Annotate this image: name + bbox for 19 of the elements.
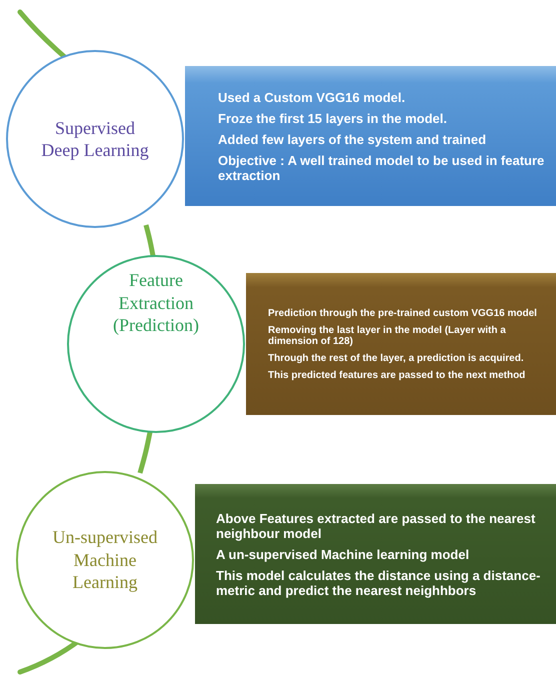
bullet-text: Used a Custom VGG16 model.	[218, 90, 406, 104]
bullet-text: This predicted features are passed to the next method	[268, 370, 526, 380]
bullet-text: Objective : A well trained model to be used in feature extraction	[218, 152, 546, 182]
text-panel	[195, 484, 556, 624]
stage-title: Supervised Deep Learning	[40, 116, 150, 162]
stage-title: Un-supervised Machine Learning	[52, 526, 158, 594]
text-panel	[246, 273, 556, 415]
bullet-text: Froze the first 15 layers in the model.	[218, 110, 448, 126]
bullet-text: Added few layers of the system and trained	[218, 132, 488, 146]
text-panel	[185, 66, 556, 206]
bullet-text: Prediction through the pre-trained custom VGG16 model	[268, 308, 538, 318]
connector-line	[138, 432, 152, 474]
bullet-text: Through the rest of the layer, a prediction is acquired.	[268, 352, 525, 364]
bullet-text: A un-supervised Machine learning model	[216, 546, 470, 562]
connector-line	[144, 224, 156, 256]
bullet-text: Above Features extracted are passed to the nearest neighbour model	[216, 510, 536, 540]
bullet-text: Removing the last layer in the model (Layer with a dimension of 128)	[268, 324, 507, 346]
stage-title: Feature Extraction (Prediction)	[112, 269, 200, 336]
bullet-text: This model calculates the distance using a distance-metric and predict the nearest neighhbors	[216, 568, 542, 598]
